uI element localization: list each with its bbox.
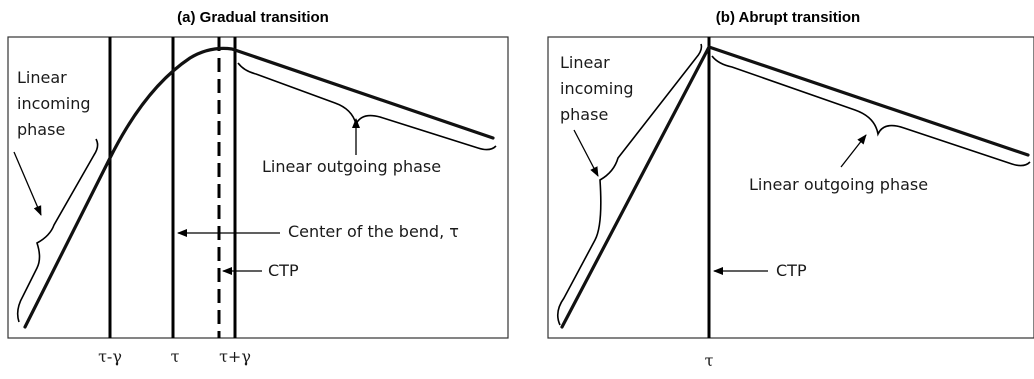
tick-tau-plus-gamma: τ+γ	[219, 347, 251, 366]
incoming-phase-arrow-b	[573, 129, 599, 177]
incoming-phase-arrow	[13, 151, 42, 216]
ctp-label-a: CTP	[268, 261, 299, 280]
panel-a: (a) Gradual transition Linear incoming p…	[7, 9, 509, 366]
outgoing-phase-label-b: Linear outgoing phase	[749, 175, 928, 194]
panel-b: (b) Abrupt transition Linear incoming ph…	[547, 9, 1034, 370]
panel-b-frame	[547, 36, 1034, 339]
outgoing-phase-brace	[237, 62, 497, 151]
abrupt-curve	[560, 45, 1030, 329]
panel-a-frame	[7, 36, 509, 339]
ctp-label-b: CTP	[776, 261, 807, 280]
incoming-phase-brace-b	[556, 43, 703, 326]
incoming-phase-label-b: Linear incoming phase	[560, 53, 639, 124]
incoming-phase-label: Linear incoming phase	[17, 68, 96, 139]
outgoing-phase-arrow-b	[840, 134, 867, 168]
outgoing-phase-brace-b	[711, 55, 1031, 167]
tick-tau-b: τ	[705, 351, 714, 370]
panel-a-title: (a) Gradual transition	[177, 9, 329, 26]
incoming-phase-brace	[16, 138, 99, 323]
gradual-curve	[23, 46, 495, 329]
outgoing-phase-label: Linear outgoing phase	[262, 157, 441, 176]
tick-tau-a: τ	[171, 347, 180, 366]
center-of-bend-label: Center of the bend, τ	[288, 222, 459, 241]
panel-b-title: (b) Abrupt transition	[716, 9, 860, 26]
tick-tau-minus-gamma: τ-γ	[98, 347, 122, 366]
